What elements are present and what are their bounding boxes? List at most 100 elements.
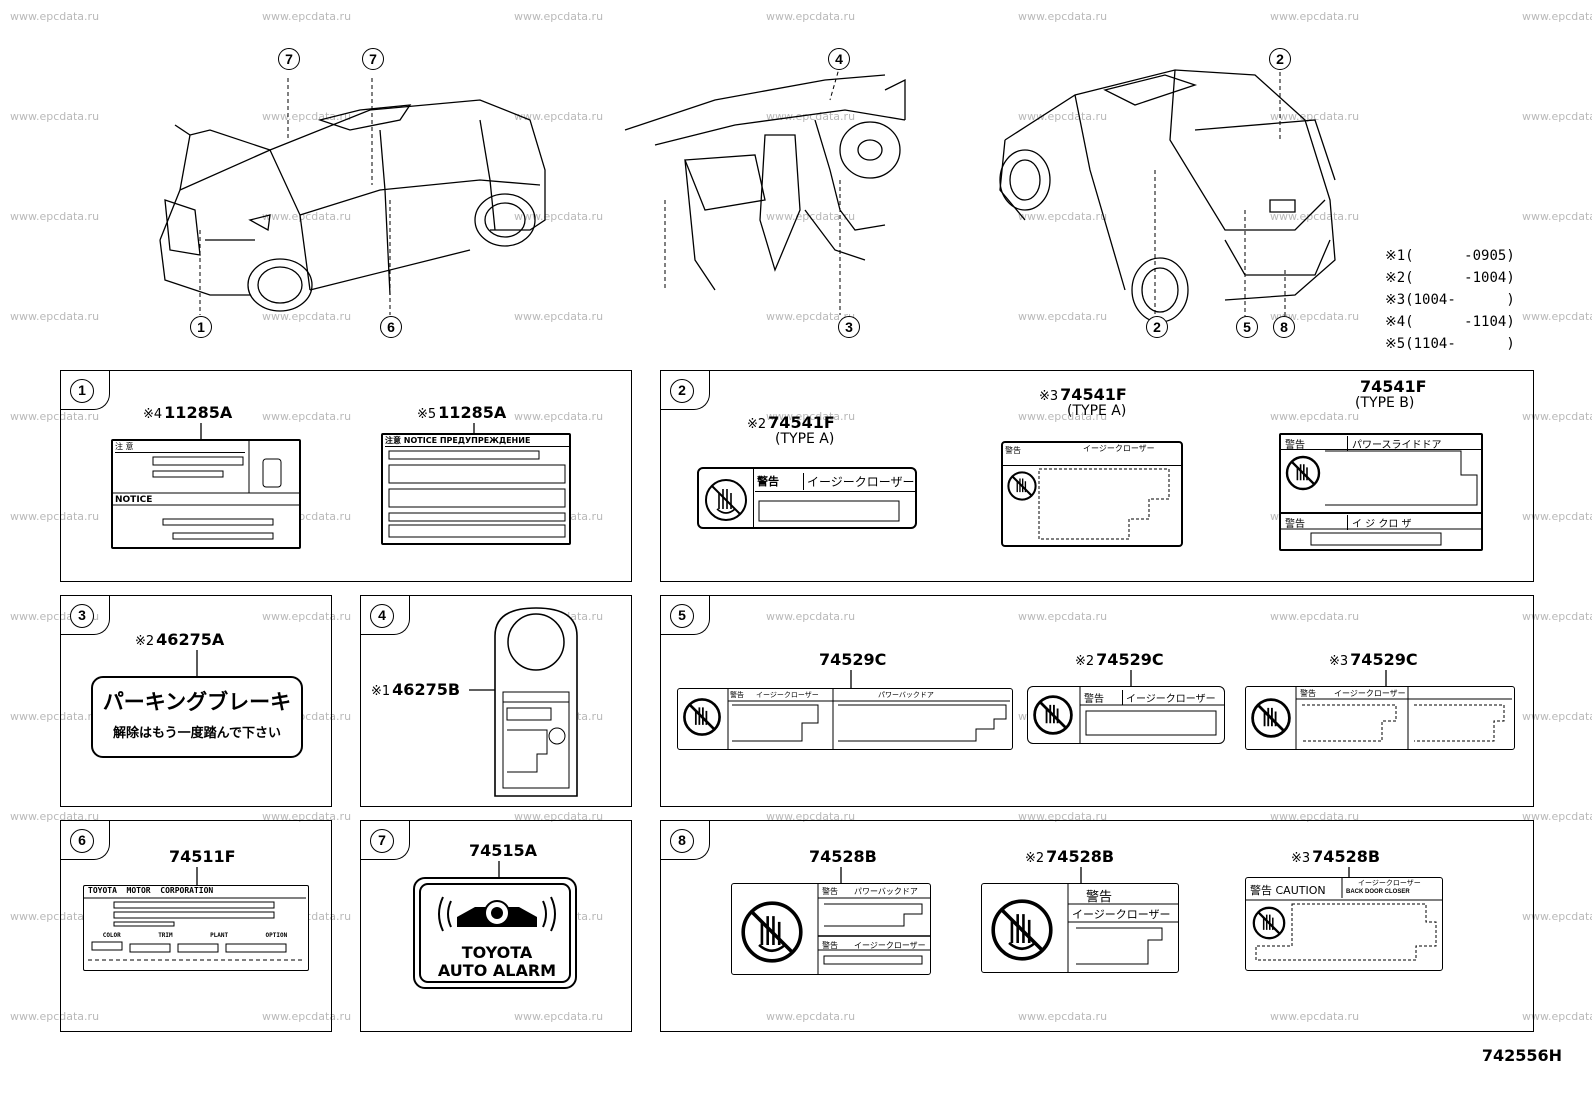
callout-4-dashboard[interactable]: 4 [828,48,850,70]
panel-tab [661,821,710,860]
label-title: イージークローザー [1358,879,1421,887]
rear-vehicle-illustration [999,65,1336,323]
maker-name: TOYOTA MOTOR CORPORATION [88,886,214,895]
diagram-code: 742556H [1481,1046,1562,1065]
label-74528b-3[interactable]: 警告 CAUTION イージークローザー BACK DOOR CLOSER [1245,877,1443,971]
label-notice: NOTICE [115,495,153,505]
label-body-lines [84,897,306,961]
watermark-text: www.epcdata.ru [1522,510,1592,523]
label-body-lines [388,450,566,538]
watermark-text: www.epcdata.ru [1522,1010,1592,1023]
watermark-text: www.epcdata.ru [1270,210,1360,223]
label-74529c-3[interactable]: 警告 イージークローザー [1245,686,1515,750]
watermark-text: www.epcdata.ru [514,110,604,123]
label-head: 警告 [1285,519,1305,530]
panel-number: 4 [370,604,394,628]
part-code: 74511F [169,847,236,866]
label-head: 警告 [1300,689,1316,698]
hang-tag-46275b[interactable] [361,596,633,808]
panel-tab [61,596,110,635]
callout-7-front-pillar[interactable]: 7 [362,48,384,70]
callout-5-back-door[interactable]: 5 [1236,316,1258,338]
watermark-text: www.epcdata.ru [10,510,100,523]
watermark-text: www.epcdata.ru [1522,910,1592,923]
no-hand-icon [1007,471,1037,501]
label-type: (TYPE A) [1067,403,1127,419]
callout-2-rear-top[interactable]: 2 [1269,48,1291,70]
watermark-text: www.epcdata.ru [766,810,856,823]
part-code: 74529C [819,650,887,669]
legend-range: ( -1004) [1405,270,1515,286]
panel-tab [361,596,410,635]
label-title: イージークローザー [756,691,819,699]
legend-range: ( -1104) [1405,314,1515,330]
date-mark: ※2 [135,634,155,649]
callout-1-engine[interactable]: 1 [190,316,212,338]
watermark-text: www.epcdata.ru [1270,410,1360,423]
watermark-text: www.epcdata.ru [262,610,352,623]
no-hand-icon [991,899,1053,961]
part-number: 74529C [817,650,886,669]
inner-frame [419,883,571,983]
part-code: 74541F [1360,377,1427,396]
label-74541f-2[interactable]: 警告 イージークローザー [1001,441,1183,547]
watermark-text: www.epcdata.ru [262,1010,352,1023]
label-74529c-1[interactable]: 警告 イージークローザー パワーバックドア [677,688,1013,750]
part-code: 74529C [1096,650,1164,669]
label-74529c-2[interactable]: 警告 イージークローザー [1027,686,1225,744]
callout-3-pedal[interactable]: 3 [838,316,860,338]
label-body-lines [727,689,1010,749]
panel-number: 2 [670,379,694,403]
watermark-text: www.epcdata.ru [1522,810,1592,823]
watermark-text: www.epcdata.ru [514,10,604,23]
part-code: 74528B [809,847,877,866]
watermark-text: www.epcdata.ru [1270,10,1360,23]
watermark-text: www.epcdata.ru [10,410,100,423]
label-74528b-2[interactable]: 警告 イージークローザー [981,883,1179,973]
callout-6-door[interactable]: 6 [380,316,402,338]
watermark-text: www.epcdata.ru [1270,1010,1360,1023]
date-mark: ※3 [1329,654,1349,669]
label-head: 警告 CAUTION [1250,884,1326,897]
label-74511f[interactable]: TOYOTA MOTOR CORPORATION COLOR TRIM PLAN… [83,885,309,971]
callout-2-rear-side[interactable]: 2 [1146,316,1168,338]
label-title: イージークローザー [803,473,915,490]
date-mark: ※2 [747,417,767,432]
watermark-text: www.epcdata.ru [1270,110,1360,123]
part-leader-line [196,867,198,885]
panel-tab [661,371,710,410]
label-74528b-1[interactable]: 警告 パワーバックドア 警告 イージークローザー [731,883,931,975]
date-mark: ※5 [417,407,437,422]
label-74515a-alarm[interactable]: TOYOTA AUTO ALARM [413,877,577,989]
label-line-1: パーキングブレーキ [102,690,292,714]
callout-8-bumper[interactable]: 8 [1273,316,1295,338]
callout-7-front-hood[interactable]: 7 [278,48,300,70]
watermark-text: www.epcdata.ru [766,1010,856,1023]
watermark-text: www.epcdata.ru [514,810,604,823]
watermark-text: www.epcdata.ru [10,710,100,723]
label-title: イ ジ クロ ザ [1347,515,1412,530]
label-74541f-3[interactable]: 警告 パワースライドドア 警告 イ ジ クロ ザ [1279,433,1483,551]
watermark-text: www.epcdata.ru [1018,10,1108,23]
part-code: 74541F [1060,385,1127,404]
watermark-text: www.epcdata.ru [514,310,604,323]
label-46275a[interactable]: パーキングブレーキ 解除はもう一度踏んで下さい [91,676,303,758]
watermark-text: www.epcdata.ru [1522,310,1592,323]
watermark-text: www.epcdata.ru [1018,110,1108,123]
date-mark: ※3 [1039,389,1059,404]
column-plant: PLANT [210,932,229,939]
label-74541f-1[interactable]: 警告 イージークローザー [697,467,917,529]
panel-tab [361,821,410,860]
label-11285a-type2[interactable]: 注意 NOTICE ПРЕДУПРЕЖДЕНИЕ [381,433,571,545]
part-code: 74515A [469,841,538,860]
part-leader-lines [850,670,1387,688]
label-head: 警告 [822,941,838,950]
label-11285a-type1[interactable]: 注 意 NOTICE [111,439,301,549]
watermark-text: www.epcdata.ru [262,410,352,423]
label-head: 警告 [730,691,744,699]
panel-number: 7 [370,829,394,853]
watermark-text: www.epcdata.ru [262,10,352,23]
